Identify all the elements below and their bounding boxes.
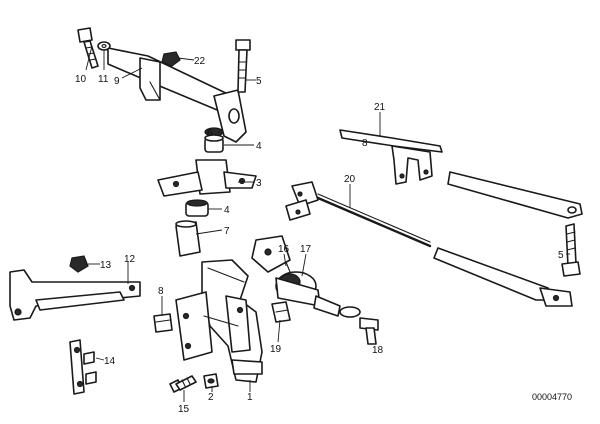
bearing-bracket-3	[157, 159, 257, 197]
bolt-5-right	[561, 223, 581, 277]
nut-2	[203, 373, 219, 389]
callout-7: 7	[224, 226, 230, 237]
bolt-18	[359, 317, 379, 345]
callout-13: 13	[100, 260, 112, 271]
bushing-4-lower	[185, 199, 209, 217]
callout-20: 20	[344, 174, 356, 185]
sleeve-7	[175, 220, 201, 257]
callout-5-right: 5	[558, 250, 564, 261]
bolt-15	[169, 375, 197, 393]
callout-17: 17	[300, 244, 312, 255]
callout-2: 2	[208, 392, 214, 403]
lower-rod	[433, 247, 573, 307]
callout-14: 14	[104, 356, 116, 367]
callout-10: 10	[75, 74, 87, 85]
callout-15: 15	[178, 404, 190, 415]
bolt-10	[77, 27, 99, 69]
callout-8-right: 8	[362, 138, 368, 149]
callout-5-upper: 5	[256, 76, 262, 87]
washer-11	[97, 41, 111, 51]
callout-12: 12	[124, 254, 136, 265]
reference-code: 00004770	[532, 392, 572, 402]
callout-4-lower: 4	[224, 205, 230, 216]
nut-13	[69, 255, 89, 273]
support-bracket-1	[175, 259, 263, 383]
callout-11: 11	[98, 74, 109, 85]
strap-14	[69, 339, 97, 395]
callout-labels: 10 11 9 22 5 6 4 3 4 7 13 12 14 8 15 2 1…	[75, 56, 564, 415]
callout-6: 6	[207, 128, 213, 139]
bracket-12	[9, 269, 141, 321]
callout-8-left: 8	[158, 286, 164, 297]
callout-16: 16	[278, 244, 290, 255]
callout-4-upper: 4	[256, 141, 262, 152]
clip-19	[271, 301, 291, 323]
bolt-5-upper	[235, 39, 251, 93]
shift-rod-20	[285, 181, 432, 248]
callout-21: 21	[374, 102, 386, 113]
leader-lines	[85, 45, 570, 402]
nut-22	[161, 51, 181, 67]
bushing-4-upper	[204, 134, 224, 153]
callout-19: 19	[270, 344, 282, 355]
callout-18: 18	[372, 345, 384, 356]
callout-1: 1	[247, 392, 253, 403]
rod-21	[339, 129, 583, 219]
callout-3: 3	[256, 178, 262, 189]
callout-9: 9	[114, 76, 120, 87]
callout-22: 22	[194, 56, 206, 67]
selector-assembly-16-17	[251, 235, 361, 318]
upper-lever-arm	[107, 47, 247, 143]
clip-8	[153, 313, 173, 333]
